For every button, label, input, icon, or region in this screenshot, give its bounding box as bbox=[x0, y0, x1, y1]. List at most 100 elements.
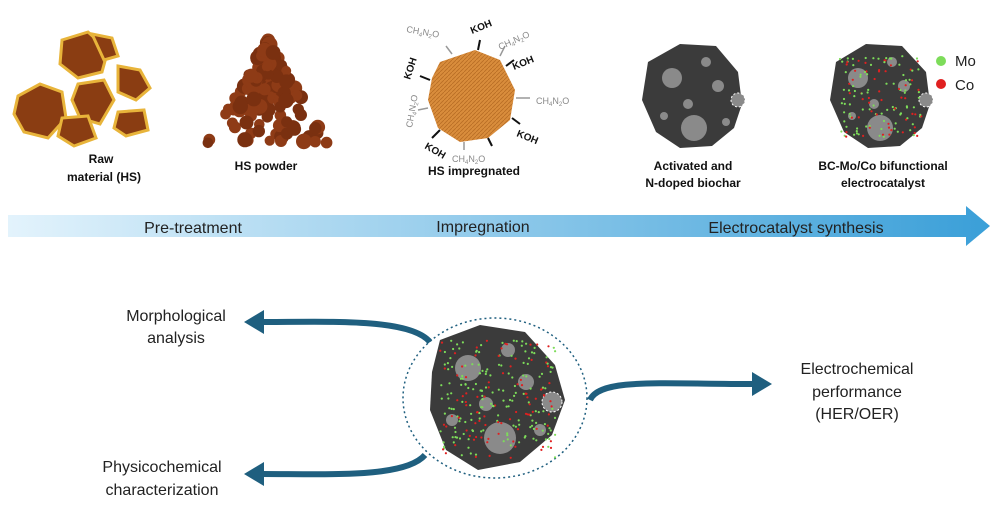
metal-dot bbox=[904, 84, 907, 87]
powder-particle bbox=[237, 132, 253, 148]
metal-dot bbox=[458, 347, 461, 350]
impregnation-label: Impregnation bbox=[436, 219, 529, 236]
metal-dot bbox=[898, 63, 901, 66]
metal-dot bbox=[866, 91, 869, 94]
metal-dot bbox=[910, 79, 914, 82]
metal-dot bbox=[917, 68, 920, 71]
powder-particle bbox=[228, 121, 241, 134]
powder-particle bbox=[286, 120, 301, 135]
metal-dot bbox=[500, 347, 503, 350]
metal-dot bbox=[531, 419, 534, 422]
metal-dot bbox=[478, 351, 481, 354]
metal-dot bbox=[843, 120, 846, 123]
co-legend-swatch bbox=[936, 79, 946, 89]
metal-dot bbox=[506, 438, 509, 441]
metal-dot bbox=[497, 388, 500, 391]
metal-dot bbox=[535, 439, 538, 442]
electrochemical-arrow bbox=[587, 380, 753, 402]
metal-dot bbox=[478, 417, 481, 420]
powder-particle bbox=[202, 137, 214, 149]
metal-dot bbox=[528, 403, 531, 406]
metal-dot bbox=[525, 342, 528, 345]
metal-dot bbox=[855, 130, 858, 133]
metal-dot bbox=[450, 407, 453, 410]
metal-dot bbox=[501, 372, 505, 375]
morphological-label-line2: analysis bbox=[147, 330, 205, 347]
powder-particle bbox=[264, 135, 275, 146]
metal-dot bbox=[851, 57, 855, 61]
metal-dot bbox=[461, 395, 464, 398]
metal-dot bbox=[458, 437, 462, 440]
metal-dot bbox=[549, 429, 552, 432]
metal-dot bbox=[450, 415, 453, 418]
metal-dot bbox=[896, 130, 899, 133]
metal-dot bbox=[848, 92, 851, 95]
metal-dot bbox=[484, 372, 487, 376]
metal-dot bbox=[483, 395, 486, 398]
metal-dot bbox=[844, 71, 847, 74]
metal-dot bbox=[548, 427, 551, 430]
metal-dot bbox=[518, 423, 521, 426]
metal-dot bbox=[848, 82, 851, 85]
metal-dot bbox=[452, 408, 455, 411]
metal-dot bbox=[857, 133, 860, 136]
metal-dot bbox=[549, 400, 552, 403]
powder-particle bbox=[246, 91, 262, 107]
metal-dot bbox=[541, 386, 545, 389]
powder-particle bbox=[309, 136, 321, 148]
metal-dot bbox=[864, 56, 867, 60]
metal-dot bbox=[490, 402, 493, 405]
metal-dot bbox=[509, 456, 512, 459]
metal-dot bbox=[504, 342, 507, 345]
metal-dot bbox=[859, 73, 862, 76]
metal-dot bbox=[533, 352, 536, 355]
metal-dot bbox=[514, 425, 518, 428]
metal-dot bbox=[481, 394, 484, 397]
catalyst-focus-circle bbox=[402, 317, 588, 479]
metal-dot bbox=[547, 413, 551, 416]
powder-particle bbox=[244, 68, 259, 83]
metal-dot bbox=[541, 429, 544, 432]
metal-dot bbox=[882, 119, 886, 123]
metal-dot bbox=[479, 389, 482, 392]
metal-dot bbox=[451, 436, 454, 439]
raw-material-label-line2: material (HS) bbox=[67, 170, 141, 184]
metal-dot bbox=[524, 350, 527, 353]
metal-dot bbox=[840, 102, 844, 105]
metal-dot bbox=[468, 434, 471, 437]
metal-dot bbox=[461, 374, 464, 378]
metal-dot bbox=[514, 357, 517, 360]
metal-dot bbox=[845, 63, 848, 66]
metal-dot bbox=[529, 426, 532, 429]
metal-dot bbox=[475, 350, 478, 353]
metal-dot bbox=[551, 407, 554, 410]
metal-dot bbox=[530, 424, 534, 427]
mo-legend-label: Mo bbox=[955, 53, 976, 70]
metal-dot bbox=[535, 421, 538, 424]
metal-dot bbox=[549, 446, 553, 449]
metal-dot bbox=[519, 378, 523, 381]
metal-dot bbox=[868, 125, 871, 128]
metal-dot bbox=[911, 69, 914, 72]
metal-dot bbox=[866, 73, 869, 76]
metal-dot bbox=[451, 365, 454, 368]
metal-dot bbox=[509, 444, 512, 447]
metal-dot bbox=[842, 88, 846, 91]
electrochemical-label-line2: performance bbox=[812, 384, 902, 401]
metal-dot bbox=[887, 122, 890, 125]
metal-dot bbox=[485, 370, 488, 373]
hs-impregnated-icon bbox=[417, 39, 530, 150]
hs-powder-label: HS powder bbox=[235, 159, 298, 173]
metal-dot bbox=[855, 132, 859, 135]
metal-dot bbox=[522, 392, 525, 395]
metal-dot bbox=[856, 127, 859, 130]
metal-dot bbox=[526, 362, 529, 365]
metal-dot bbox=[547, 432, 550, 435]
metal-dot bbox=[546, 424, 549, 427]
powder-particle bbox=[281, 65, 292, 76]
metal-dot bbox=[893, 107, 897, 110]
metal-dot bbox=[884, 59, 887, 62]
metal-dot bbox=[509, 365, 512, 368]
metal-dot bbox=[843, 111, 846, 114]
metal-dot bbox=[904, 79, 908, 82]
